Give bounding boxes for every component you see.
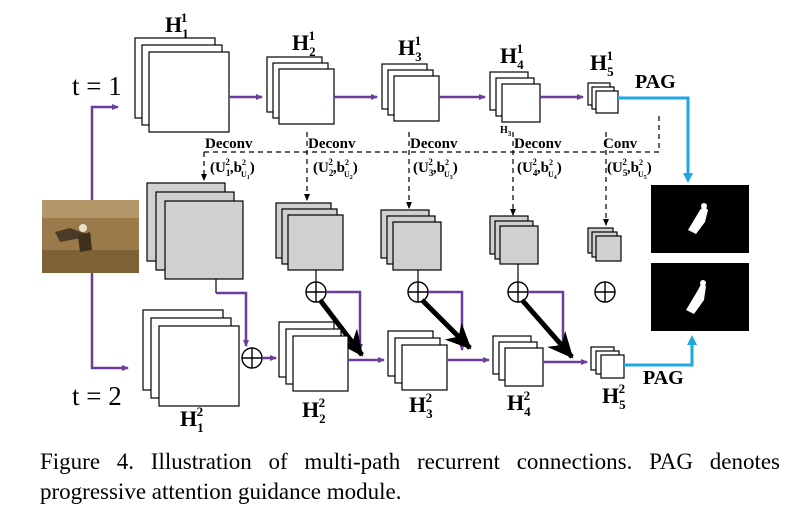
plus-circle-4 — [507, 281, 529, 303]
op-label-5: Conv — [603, 136, 638, 152]
input-image — [42, 200, 139, 273]
stack-h5-t2 — [590, 346, 625, 379]
label-h4-t1: H41 — [500, 41, 524, 72]
stack-h3-t1 — [381, 63, 440, 122]
time-label-t1: t = 1 — [72, 71, 122, 101]
stray-label-h3: H3 — [500, 125, 512, 138]
label-h1-t2: H12 — [180, 404, 204, 435]
plus-circle-1 — [241, 347, 263, 369]
label-h3-t1: H31 — [398, 33, 422, 64]
pag-label-bottom: PAG — [643, 367, 684, 389]
label-h2-t2: H22 — [302, 395, 326, 426]
stack-h4-t2 — [492, 335, 544, 387]
figure-caption: Figure 4. Illustration of multi-path rec… — [40, 449, 780, 504]
op-label-2: Deconv — [308, 136, 356, 152]
stack-h2-t2 — [278, 321, 349, 392]
skip-path-1 — [216, 291, 249, 347]
conv-stack-5 — [587, 227, 622, 262]
attention-map-bottom — [651, 263, 749, 331]
pag-arrow-top — [618, 96, 693, 183]
diag-arrow-2 — [318, 298, 364, 357]
stack-h2-t1 — [266, 56, 335, 125]
attention-map-top — [651, 185, 749, 253]
dashed-connections — [201, 116, 660, 226]
label-h3-t2: H32 — [409, 390, 433, 421]
stack-h4-t1 — [489, 71, 541, 123]
stack-h3-t2 — [387, 330, 448, 391]
diag-arrow-4 — [520, 298, 574, 359]
stack-h5-t1 — [587, 82, 619, 114]
label-h1-t1: H11 — [165, 10, 188, 41]
stack-h1-t1 — [134, 37, 230, 133]
op-label-3: Deconv — [410, 136, 458, 152]
time-label-t2: t = 2 — [72, 381, 122, 411]
input-arrow-top — [90, 104, 119, 200]
network-diagram: t = 1 t = 2 H11 — [42, 10, 749, 435]
label-h5-t1: H51 — [590, 48, 614, 79]
pag-arrow-bottom — [624, 335, 697, 367]
deconv-stack-1 — [146, 182, 244, 280]
pag-label-top: PAG — [635, 71, 676, 93]
label-h4-t2: H42 — [507, 388, 531, 419]
label-h2-t1: H21 — [292, 28, 316, 59]
deconv-stack-4 — [489, 215, 539, 265]
op-label-4: Deconv — [514, 136, 562, 152]
stack-h1-t2 — [142, 309, 240, 407]
deconv-stack-2 — [275, 202, 344, 271]
plus-circle-5 — [594, 281, 616, 303]
label-h5-t2: H52 — [602, 381, 626, 412]
deconv-stack-3 — [380, 209, 442, 271]
stem-lines — [215, 264, 519, 293]
op-label-1: Deconv — [205, 136, 253, 152]
input-arrow-bottom — [90, 273, 129, 371]
plus-circle-2 — [305, 281, 327, 303]
plus-circle-3 — [407, 281, 429, 303]
diag-arrow-3 — [420, 298, 472, 350]
